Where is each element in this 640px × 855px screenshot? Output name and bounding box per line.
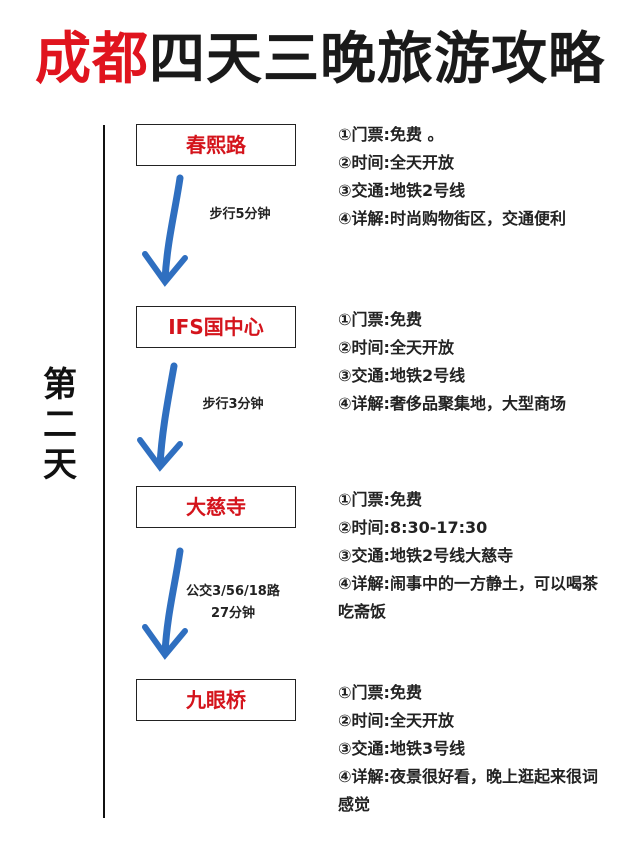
- info-ticket: ①门票:免费: [338, 310, 422, 329]
- timeline-divider: [103, 125, 105, 818]
- transfer-note: 步行3分钟: [188, 394, 278, 416]
- down-arrow-icon: [137, 362, 183, 472]
- day-label: 第 二 天: [40, 365, 80, 485]
- down-arrow-icon: [142, 547, 188, 660]
- info-detail: ④详解:奢侈品聚集地，大型商场: [338, 394, 566, 413]
- title-city: 成都: [35, 27, 149, 92]
- info-ticket: ①门票:免费: [338, 490, 422, 509]
- info-detail: ④详解:夜景很好看，晚上逛起来很词感觉: [338, 767, 598, 814]
- transfer-note: 公交3/56/18路 27分钟: [178, 581, 288, 625]
- transfer-text: 27分钟: [210, 606, 256, 621]
- info-transport: ③交通:地铁2号线: [338, 366, 466, 385]
- info-hours: ②时间:8:30-17:30: [338, 518, 488, 537]
- transfer-text: 步行3分钟: [202, 397, 264, 412]
- info-hours: ②时间:全天开放: [338, 153, 454, 172]
- day-char: 第: [43, 365, 77, 405]
- transfer-text: 公交3/56/18路: [186, 584, 280, 599]
- stop-info: ①门票:免费 ②时间:全天开放 ③交通:地铁2号线 ④详解:奢侈品聚集地，大型商…: [338, 306, 598, 418]
- stop-info: ①门票:免费 ②时间:8:30-17:30 ③交通:地铁2号线大慈寺 ④详解:闹…: [338, 486, 598, 626]
- stop-info: ①门票:免费 ②时间:全天开放 ③交通:地铁3号线 ④详解:夜景很好看，晚上逛起…: [338, 679, 598, 819]
- stop-box: IFS国中心: [136, 306, 296, 348]
- title-rest: 四天三晚旅游攻略: [149, 27, 605, 92]
- info-detail: ④详解:闹事中的一方静土，可以喝茶吃斋饭: [338, 574, 598, 621]
- info-hours: ②时间:全天开放: [338, 711, 454, 730]
- transfer-note: 步行5分钟: [195, 204, 285, 226]
- page-title: 成都四天三晚旅游攻略: [0, 14, 640, 95]
- info-transport: ③交通:地铁3号线: [338, 739, 466, 758]
- info-detail: ④详解:时尚购物街区，交通便利: [338, 209, 566, 228]
- down-arrow-icon: [142, 174, 188, 287]
- info-hours: ②时间:全天开放: [338, 338, 454, 357]
- day-char: 二: [43, 405, 77, 445]
- stop-box: 大慈寺: [136, 486, 296, 528]
- stop-box: 春熙路: [136, 124, 296, 166]
- day-char: 天: [43, 445, 77, 485]
- info-transport: ③交通:地铁2号线大慈寺: [338, 546, 514, 565]
- stop-info: ①门票:免费 。 ②时间:全天开放 ③交通:地铁2号线 ④详解:时尚购物街区，交…: [338, 121, 598, 233]
- stop-box: 九眼桥: [136, 679, 296, 721]
- info-ticket: ①门票:免费: [338, 683, 422, 702]
- info-ticket: ①门票:免费 。: [338, 125, 444, 144]
- info-transport: ③交通:地铁2号线: [338, 181, 466, 200]
- transfer-text: 步行5分钟: [209, 207, 271, 222]
